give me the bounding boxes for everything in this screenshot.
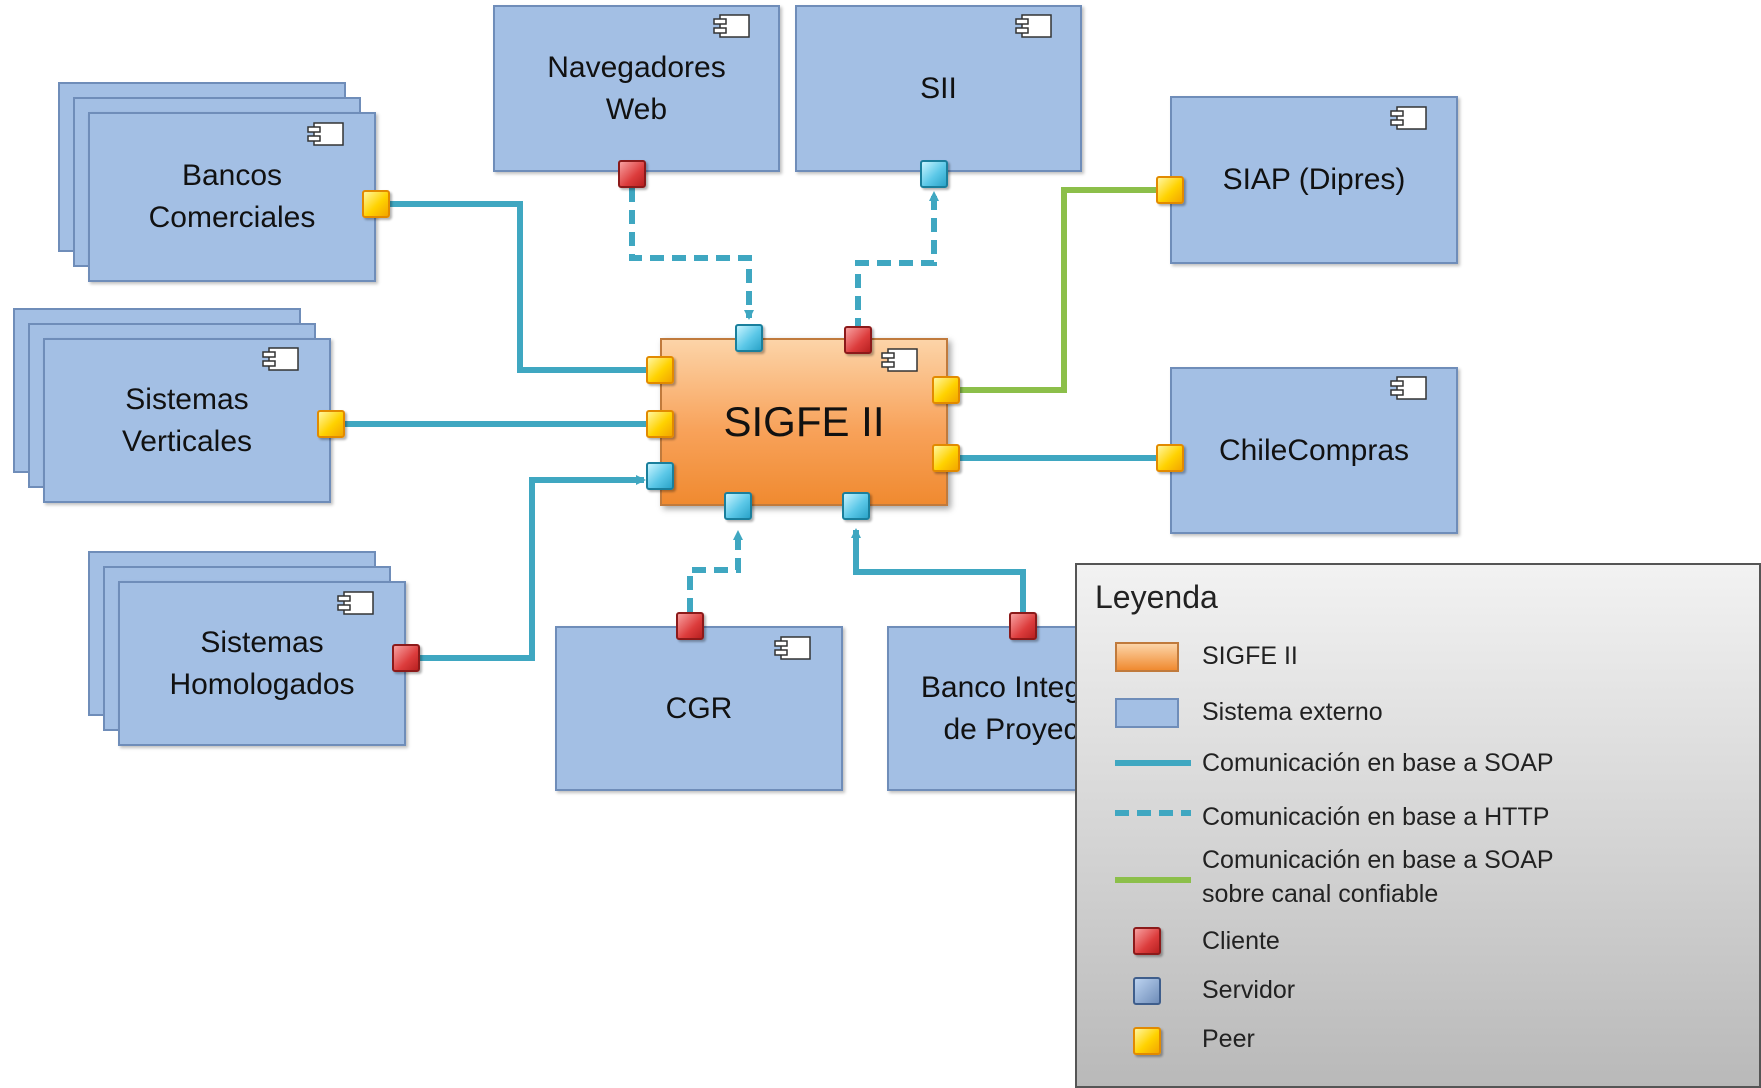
- port-bancos-peer: [362, 190, 390, 218]
- system-label: Verticales: [121, 424, 253, 458]
- link-bip-sigfe: [851, 528, 1026, 612]
- port-sigfe-peer-right-1: [932, 376, 960, 404]
- core-sigfe-ii: SIGFE II: [660, 338, 948, 506]
- link-cgr-sigfe: [687, 530, 743, 612]
- port-sigfe-peer-left-2: [646, 410, 674, 438]
- link-bancos-sigfe: [376, 201, 650, 373]
- legend-swatch-soap-reliable: [1115, 877, 1191, 883]
- link-sigfe-sii: [855, 191, 939, 332]
- port-chilecompras-peer: [1156, 444, 1184, 472]
- system-label: ChileCompras: [1218, 433, 1410, 467]
- legend-swatch-http: [1115, 810, 1191, 816]
- system-siap: SIAP (Dipres): [1170, 96, 1458, 264]
- port-bip-client: [1009, 612, 1037, 640]
- link-homologados-sigfe: [420, 475, 646, 661]
- component-icon: [337, 591, 374, 615]
- component-icon: [774, 636, 811, 660]
- component-icon: [713, 14, 750, 38]
- port-cgr-client: [676, 612, 704, 640]
- system-label: Comerciales: [148, 201, 316, 234]
- component-icon: [1390, 376, 1427, 400]
- system-label: Bancos: [181, 159, 283, 192]
- component-icon: [881, 348, 918, 372]
- legend-swatch-core: [1115, 642, 1179, 672]
- legend-label: Sistema externo: [1202, 698, 1383, 726]
- legend-label-line: sobre canal confiable: [1202, 879, 1439, 908]
- legend-swatch-external: [1115, 698, 1179, 728]
- port-verticales-peer: [317, 410, 345, 438]
- port-sigfe-server-left: [646, 462, 674, 490]
- component-icon: [1390, 106, 1427, 130]
- legend-label: Peer: [1202, 1025, 1255, 1053]
- legend-swatch-soap: [1115, 760, 1191, 766]
- system-label: Sistemas: [125, 382, 249, 416]
- system-label: Web: [605, 92, 668, 126]
- legend-swatch-server: [1133, 977, 1161, 1005]
- system-label: SIAP (Dipres): [1222, 163, 1406, 196]
- system-label: SII: [920, 71, 957, 105]
- component-icon: [307, 122, 344, 146]
- legend-title: Leyenda: [1095, 579, 1218, 615]
- legend-label-line: Comunicación en base a SOAP: [1202, 846, 1554, 874]
- port-sii-server: [920, 160, 948, 188]
- link-navegadores-sigfe: [629, 188, 754, 320]
- port-sigfe-server-bottom-1: [724, 492, 752, 520]
- port-homologados-client: [392, 644, 420, 672]
- link-sigfe-siap: [960, 187, 1160, 393]
- component-icon: [1015, 14, 1052, 38]
- system-label: Homologados: [169, 667, 355, 701]
- port-sigfe-client-top: [844, 326, 872, 354]
- legend-swatch-peer: [1133, 1027, 1161, 1055]
- legend-label: Cliente: [1202, 927, 1280, 955]
- system-label: CGR: [665, 691, 733, 725]
- system-label: Sistemas: [200, 625, 324, 659]
- legend-label: Comunicación en base a SOAP sobre canal …: [1202, 844, 1554, 912]
- system-label: Navegadores: [547, 50, 726, 84]
- legend-swatch-client: [1133, 927, 1161, 955]
- legend-label: Comunicación en base a SOAP: [1202, 749, 1554, 777]
- legend-label: Servidor: [1202, 976, 1296, 1004]
- legend: Leyenda SIGFE II Sistema externo Comunic…: [1075, 563, 1761, 1088]
- port-sigfe-server-top: [735, 324, 763, 352]
- port-navegadores-client: [618, 160, 646, 188]
- component-icon: [262, 347, 299, 371]
- port-sigfe-server-bottom-2: [842, 492, 870, 520]
- port-sigfe-peer-right-2: [932, 444, 960, 472]
- port-siap-peer: [1156, 176, 1184, 204]
- port-sigfe-peer-left-1: [646, 356, 674, 384]
- legend-label: Comunicación en base a HTTP: [1202, 803, 1550, 831]
- core-label: SIGFE II: [723, 398, 885, 445]
- legend-label: SIGFE II: [1202, 642, 1298, 670]
